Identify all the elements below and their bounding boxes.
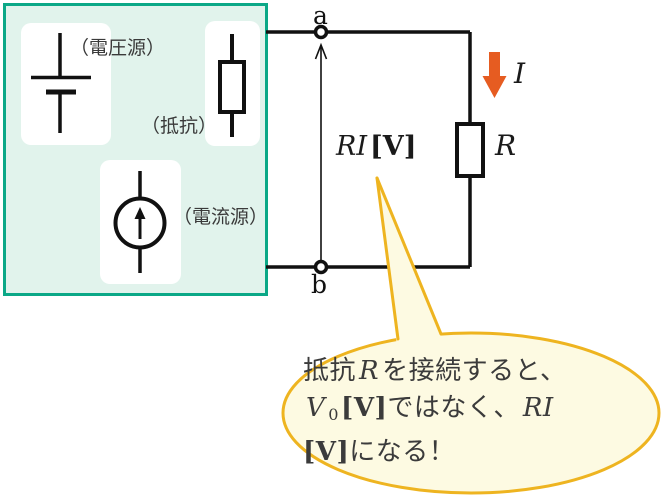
resistor-card	[205, 21, 260, 146]
voltage-source-label: （電圧源）	[70, 38, 166, 59]
current-I-label: I	[514, 57, 526, 90]
resistor-icon	[218, 34, 246, 137]
terminal-a-label: a	[313, 1, 328, 30]
terminal-b-label: b	[311, 270, 328, 299]
voltage-arrow-head	[314, 42, 328, 60]
terminal-a-node	[313, 24, 329, 40]
voltage-RI-label: RI[V]	[336, 131, 417, 162]
speech-bubble-tail-right-edge	[375, 176, 443, 336]
voltage-source-icon	[31, 33, 91, 133]
current-source-card	[100, 160, 181, 284]
resistor-R-label: R	[495, 129, 517, 162]
current-source-icon	[113, 171, 167, 273]
speech-bubble-tail-left-edge	[375, 176, 400, 341]
resistor-R-symbol	[455, 122, 485, 178]
speech-bubble	[281, 331, 661, 495]
symbol-legend-panel: （電圧源） （抵抗） （電流源）	[3, 3, 268, 296]
terminal-b-node	[313, 259, 329, 275]
current-source-label: （電流源）	[173, 207, 269, 228]
bubble-line-3: [V]になる！	[303, 436, 456, 468]
current-direction-arrow	[482, 52, 507, 98]
resistor-legend-label: （抵抗）	[141, 116, 218, 137]
voltage-source-card	[21, 23, 111, 145]
